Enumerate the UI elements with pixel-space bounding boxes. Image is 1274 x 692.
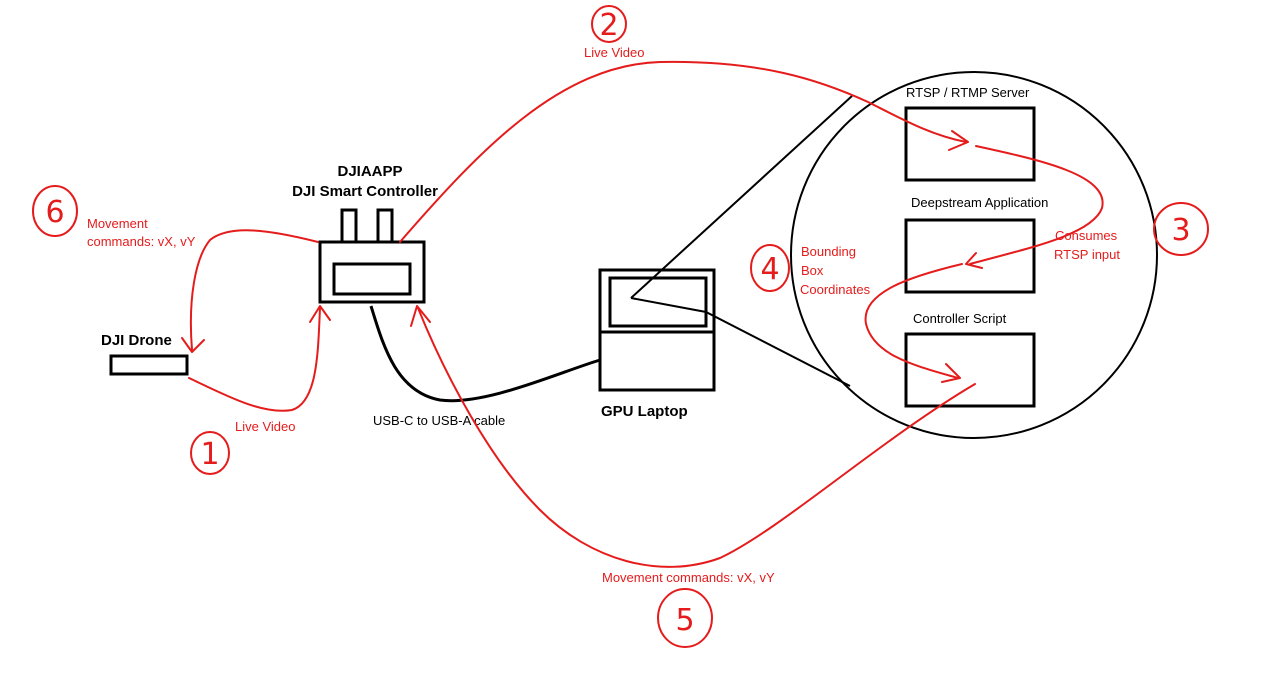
flow-6-number: 6 bbox=[45, 195, 64, 230]
flow-2-arrowhead bbox=[948, 130, 969, 151]
flow-4-label-line1: Bounding bbox=[801, 244, 856, 259]
flow-3-label-line1: Consumes bbox=[1055, 228, 1118, 243]
rtsp-server-box bbox=[904, 106, 1036, 182]
flow-5-badge: 5 bbox=[657, 588, 713, 648]
flow-4-arrowhead bbox=[941, 363, 961, 383]
controller-body bbox=[318, 240, 426, 304]
zoom-circle bbox=[790, 71, 1158, 439]
flow-4-label-line3: Coordinates bbox=[800, 282, 871, 297]
rtsp-server-label: RTSP / RTMP Server bbox=[906, 85, 1030, 100]
flow-3-arrowhead bbox=[965, 252, 983, 269]
cable-label: USB-C to USB-A cable bbox=[373, 413, 505, 428]
controller-label-line2: DJI Smart Controller bbox=[292, 183, 438, 200]
flow-3-number: 3 bbox=[1171, 213, 1190, 248]
flow-1-label: Live Video bbox=[235, 419, 295, 434]
drone-shape bbox=[109, 354, 189, 376]
controller-script-box bbox=[904, 332, 1036, 408]
smart-controller bbox=[318, 208, 426, 304]
controller-script-label: Controller Script bbox=[913, 311, 1007, 326]
flow-5-label: Movement commands: vX, vY bbox=[602, 570, 775, 585]
flow-5-arrowhead bbox=[410, 305, 431, 327]
flow-4-arrow bbox=[864, 263, 963, 379]
zoom-line-top bbox=[630, 95, 853, 299]
flow-4-label-line2: Box bbox=[801, 263, 824, 278]
controller-label-line1: DJIAAPP bbox=[337, 163, 402, 180]
flow-1-arrowhead bbox=[309, 305, 331, 323]
flow-4-badge: 4 bbox=[750, 244, 790, 292]
gpu-laptop bbox=[598, 268, 716, 392]
flow-3-badge: 3 bbox=[1153, 202, 1209, 256]
controller-antenna-right bbox=[376, 208, 394, 244]
flow-3-arrow bbox=[969, 145, 1104, 265]
flow-6-arrowhead bbox=[181, 337, 205, 353]
flow-1-arrow bbox=[188, 307, 321, 412]
usb-cable bbox=[369, 305, 601, 403]
controller-antenna-left bbox=[340, 208, 358, 244]
deepstream-box bbox=[904, 218, 1036, 294]
laptop-screen-inner bbox=[608, 276, 708, 328]
flow-4-number: 4 bbox=[760, 252, 779, 287]
flow-5-number: 5 bbox=[675, 603, 694, 638]
flow-2-badge: 2 bbox=[591, 5, 627, 43]
controller-screen bbox=[332, 262, 412, 296]
flow-5-arrow bbox=[417, 307, 976, 568]
deepstream-label: Deepstream Application bbox=[911, 195, 1048, 210]
laptop-base bbox=[598, 330, 716, 392]
flow-2-label: Live Video bbox=[584, 45, 644, 60]
flow-2-number: 2 bbox=[599, 8, 618, 43]
flow-1-badge: 1 bbox=[190, 431, 230, 475]
drone-label: DJI Drone bbox=[101, 332, 172, 349]
flow-1-number: 1 bbox=[200, 437, 219, 472]
flow-6-label-line2: commands: vX, vY bbox=[87, 234, 196, 249]
flow-6-label-line1: Movement bbox=[87, 216, 148, 231]
flow-6-arrow bbox=[189, 229, 319, 351]
laptop-label: GPU Laptop bbox=[601, 403, 688, 420]
zoom-line-bottom bbox=[630, 297, 851, 387]
flow-3-label-line2: RTSP input bbox=[1054, 247, 1120, 262]
flow-2-arrow bbox=[399, 60, 967, 243]
flow-6-badge: 6 bbox=[32, 185, 78, 237]
